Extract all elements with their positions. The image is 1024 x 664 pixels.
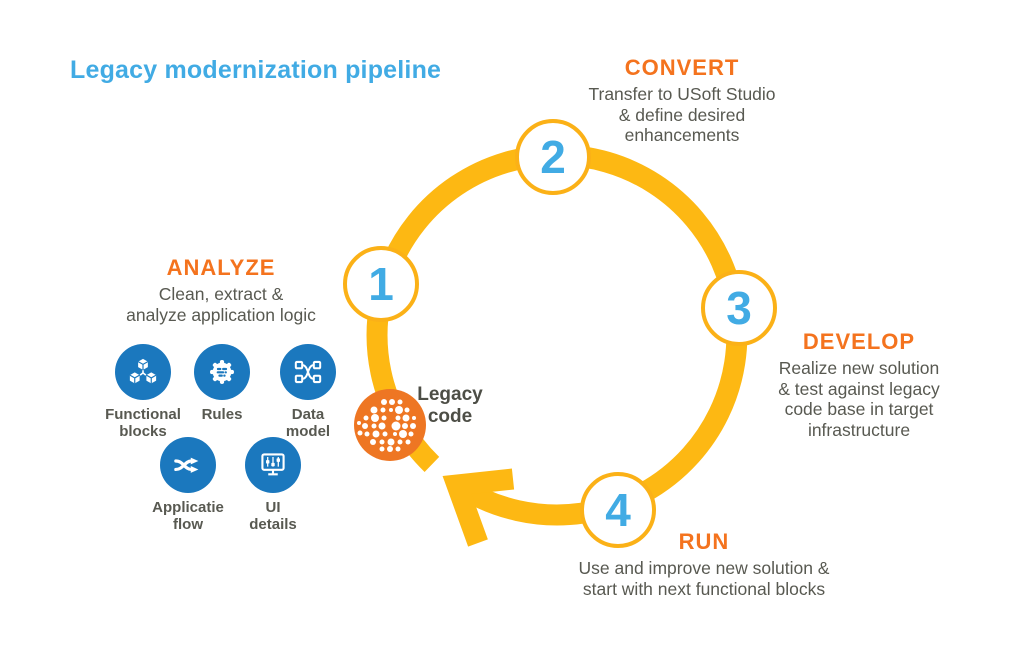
step-develop-description: Realize new solution & test against lega… [778, 358, 940, 440]
step-circle-2: 2 [515, 119, 591, 195]
step-circle-3: 3 [701, 270, 777, 346]
legacy-code-label: Legacy code [417, 384, 483, 427]
ui-details-label: UI details [249, 499, 297, 533]
application-flow-icon [160, 437, 216, 493]
analyze-item-data-model: Data model [248, 344, 368, 440]
analyze-item-rules: Rules [162, 344, 282, 424]
step-number-1: 1 [368, 258, 394, 310]
cycle-ring-arc [366, 144, 748, 526]
application-flow-label: Applicatie flow [152, 499, 224, 533]
page-title: Legacy modernization pipeline [70, 56, 442, 84]
step-convert-heading: CONVERT [624, 55, 740, 80]
step-analyze-description: Clean, extract & analyze application log… [126, 284, 316, 325]
step-number-4: 4 [605, 484, 631, 536]
step-convert: CONVERT Transfer to USoft Studio & defin… [557, 55, 807, 146]
rules-label: Rules [201, 406, 243, 423]
ui-details-icon [245, 437, 301, 493]
step-develop: DEVELOP Realize new solution & test agai… [745, 329, 973, 441]
step-run-description: Use and improve new solution & start wit… [578, 558, 830, 599]
rules-icon [194, 344, 250, 400]
analyze-item-application-flow: Applicatie flow [128, 437, 248, 533]
step-convert-description: Transfer to USoft Studio & define desire… [588, 84, 776, 146]
step-develop-heading: DEVELOP [802, 329, 916, 354]
step-number-2: 2 [540, 131, 566, 183]
step-analyze: ANALYZE Clean, extract & analyze applica… [96, 255, 346, 325]
step-run: RUN Use and improve new solution & start… [545, 529, 863, 599]
analyze-item-functional-blocks: Functional blocks [83, 344, 203, 440]
step-number-3: 3 [726, 282, 752, 334]
step-circle-4: 4 [580, 472, 656, 548]
legacy-code-icon [354, 389, 426, 461]
analyze-item-ui-details: UI details [213, 437, 333, 533]
data-model-icon [280, 344, 336, 400]
data-model-label: Data model [285, 406, 331, 440]
step-analyze-heading: ANALYZE [166, 255, 276, 280]
cycle-arrowhead-icon [442, 468, 515, 547]
step-run-heading: RUN [678, 529, 730, 554]
step-circle-1: 1 [343, 246, 419, 322]
functional-blocks-label: Functional blocks [105, 406, 181, 440]
functional-blocks-icon [115, 344, 171, 400]
